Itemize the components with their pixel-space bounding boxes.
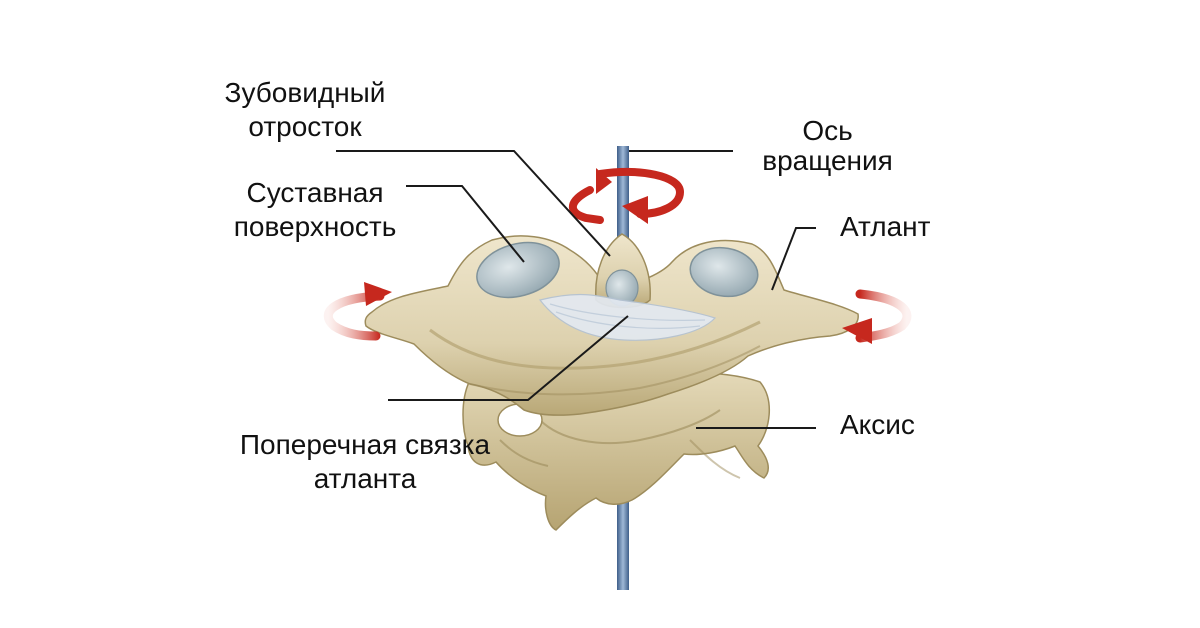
rotation-arrow-left (323, 282, 392, 341)
label-odontoid-process: Зубовидный отросток (200, 76, 410, 144)
label-odontoid-line2: отросток (248, 111, 362, 142)
leader-atlas (771, 227, 816, 291)
label-articular-line2: поверхность (233, 211, 397, 242)
leader-transverse (388, 315, 629, 401)
label-axis-of-rotation: Ось вращения (745, 116, 910, 176)
label-atlas: Атлант (840, 211, 931, 242)
label-axis-rotation-line1: Ось (802, 115, 853, 146)
rotation-arrow-right (842, 289, 912, 344)
label-transverse-line1: Поперечная связка (239, 429, 491, 460)
label-articular-surface: Суставная поверхность (210, 176, 420, 244)
label-transverse-ligament: Поперечная связка атланта (215, 428, 515, 496)
leader-articular (406, 185, 525, 263)
leader-odontoid (336, 150, 611, 257)
articular-surface-right (689, 246, 759, 298)
label-axis: Аксис (840, 409, 915, 440)
label-articular-line1: Суставная (246, 177, 384, 208)
label-odontoid-line1: Зубовидный (224, 77, 386, 108)
label-transverse-line2: атланта (313, 463, 417, 494)
label-axis-rotation-line2: вращения (762, 145, 893, 176)
rotation-arrow-top (569, 168, 685, 224)
